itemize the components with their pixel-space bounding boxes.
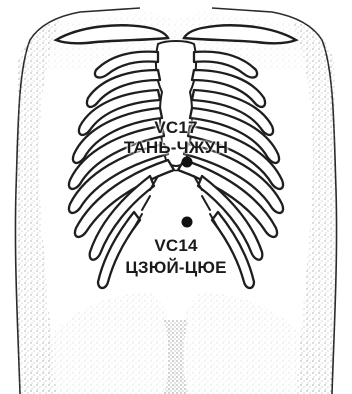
acupoint-vc17-name-label: ТАНЬ-ЧЖУН bbox=[0, 138, 352, 158]
acupoint-vc17-marker bbox=[182, 157, 193, 168]
acupoint-vc14-marker bbox=[182, 217, 193, 228]
acupoint-vc14-name-label: ЦЗЮЙ-ЦЮЕ bbox=[0, 258, 352, 278]
acupoint-vc17-code-label: VC17 bbox=[0, 118, 352, 138]
acupoint-vc14-code-label: VC14 bbox=[0, 236, 352, 256]
